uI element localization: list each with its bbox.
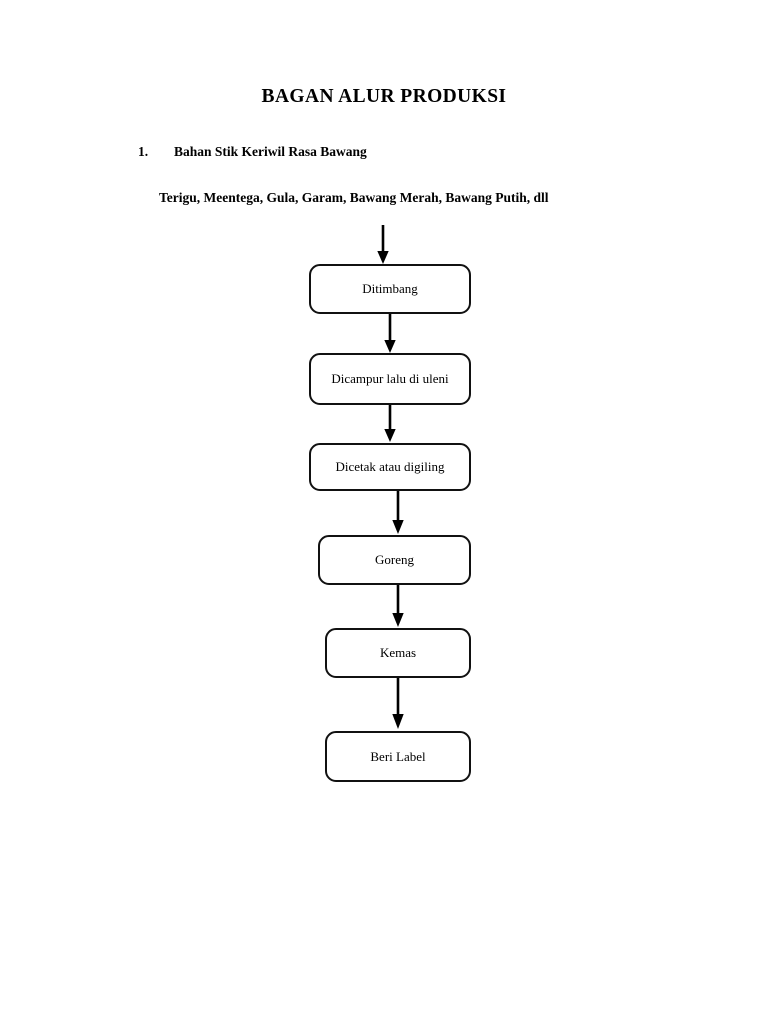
flow-arrow-ingredients-to-ditimbang [376, 225, 390, 265]
flow-node-beri-label: Beri Label [325, 731, 471, 782]
flow-node-label: Beri Label [370, 748, 426, 764]
ingredients-text: Terigu, Meentega, Gula, Garam, Bawang Me… [159, 190, 549, 205]
page-title: BAGAN ALUR PRODUKSI [261, 86, 507, 107]
flow-node-label: Kemas [379, 645, 417, 661]
flow-node-dicetak-atau-digiling: Dicetak atau digiling [309, 443, 471, 491]
flow-node-kemas: Kemas [325, 628, 471, 678]
flow-arrow-ditimbang-to-dicampur [383, 314, 397, 354]
flow-arrow-kemas-to-beri-label [391, 678, 405, 730]
flow-arrow-dicetak-to-goreng [391, 491, 405, 535]
flow-node-label: Dicampur lalu di uleni [331, 371, 449, 387]
list-item-number: 1. [138, 144, 149, 159]
flow-node-label: Dicetak atau digiling [335, 459, 445, 475]
flow-arrow-goreng-to-kemas [391, 585, 405, 628]
flow-node-label: Goreng [375, 552, 414, 568]
list-item: 1. Bahan Stik Keriwil Rasa Bawang [138, 144, 367, 160]
flow-node-goreng: Goreng [318, 535, 471, 585]
flow-node-label: Ditimbang [362, 281, 418, 297]
flow-arrow-dicampur-to-dicetak [383, 405, 397, 443]
flow-node-dicampur-lalu-di-uleni: Dicampur lalu di uleni [309, 353, 471, 405]
list-item-label: Bahan Stik Keriwil Rasa Bawang [174, 144, 367, 159]
flow-node-ditimbang: Ditimbang [309, 264, 471, 314]
